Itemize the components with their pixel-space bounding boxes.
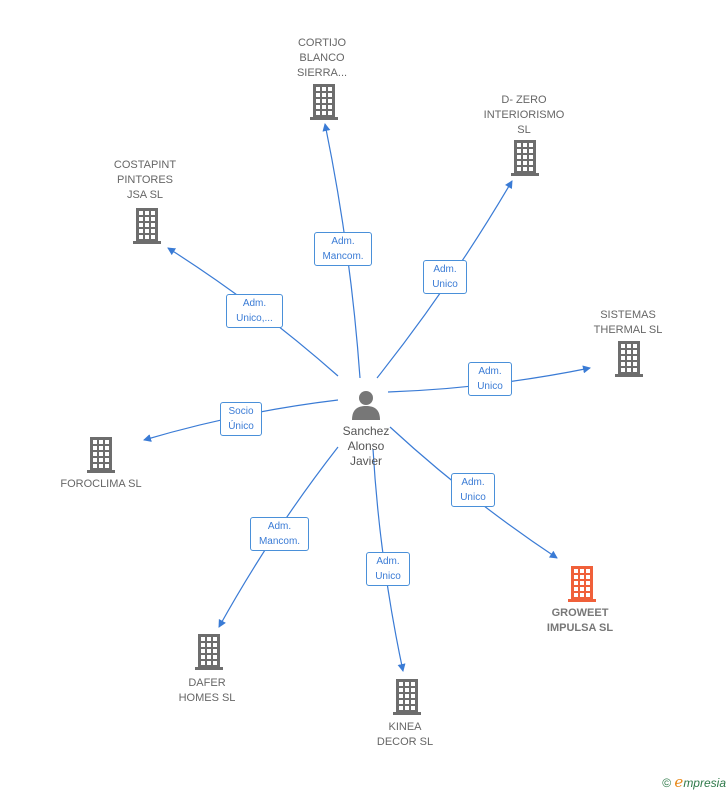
copyright-symbol: ©: [662, 776, 672, 790]
person-icon[interactable]: [350, 390, 382, 425]
building-icon[interactable]: [393, 679, 421, 720]
relation-label-dzero[interactable]: Adm. Unico: [423, 260, 467, 294]
relation-label-sistemas[interactable]: Adm. Unico: [468, 362, 512, 396]
company-label-dzero[interactable]: D- ZERO INTERIORISMO SL: [483, 94, 565, 136]
building-icon[interactable]: [511, 140, 539, 181]
company-label-cortijo[interactable]: CORTIJO BLANCO SIERRA...: [296, 37, 348, 79]
company-label-costapint[interactable]: COSTAPINT PINTORES JSA SL: [113, 159, 177, 201]
building-icon[interactable]: [133, 208, 161, 249]
company-label-kinea[interactable]: KINEA DECOR SL: [376, 721, 434, 748]
center-person-label[interactable]: Sanchez Alonso Javier: [342, 424, 390, 468]
brand-name: mpresia: [683, 776, 726, 790]
company-label-sistemas[interactable]: SISTEMAS THERMAL SL: [593, 309, 663, 336]
brand-logo-e: e: [674, 773, 684, 791]
company-label-dafer[interactable]: DAFER HOMES SL: [178, 677, 236, 704]
relation-label-costapint[interactable]: Adm. Unico,...: [226, 294, 283, 328]
building-icon[interactable]: [195, 634, 223, 675]
company-label-foroclima[interactable]: FOROCLIMA SL: [60, 478, 142, 490]
footer-brand: © empresia: [662, 773, 726, 791]
building-icon[interactable]: [310, 84, 338, 125]
relation-label-kinea[interactable]: Adm. Unico: [366, 552, 410, 586]
relation-label-groweet[interactable]: Adm. Unico: [451, 473, 495, 507]
building-icon[interactable]: [615, 341, 643, 382]
building-icon[interactable]: [87, 437, 115, 478]
building-icon[interactable]: [568, 566, 596, 607]
company-label-groweet[interactable]: GROWEET IMPULSA SL: [546, 607, 614, 634]
relation-label-cortijo[interactable]: Adm. Mancom.: [314, 232, 372, 266]
relation-label-foroclima[interactable]: Socio Único: [220, 402, 262, 436]
relation-label-dafer[interactable]: Adm. Mancom.: [250, 517, 309, 551]
